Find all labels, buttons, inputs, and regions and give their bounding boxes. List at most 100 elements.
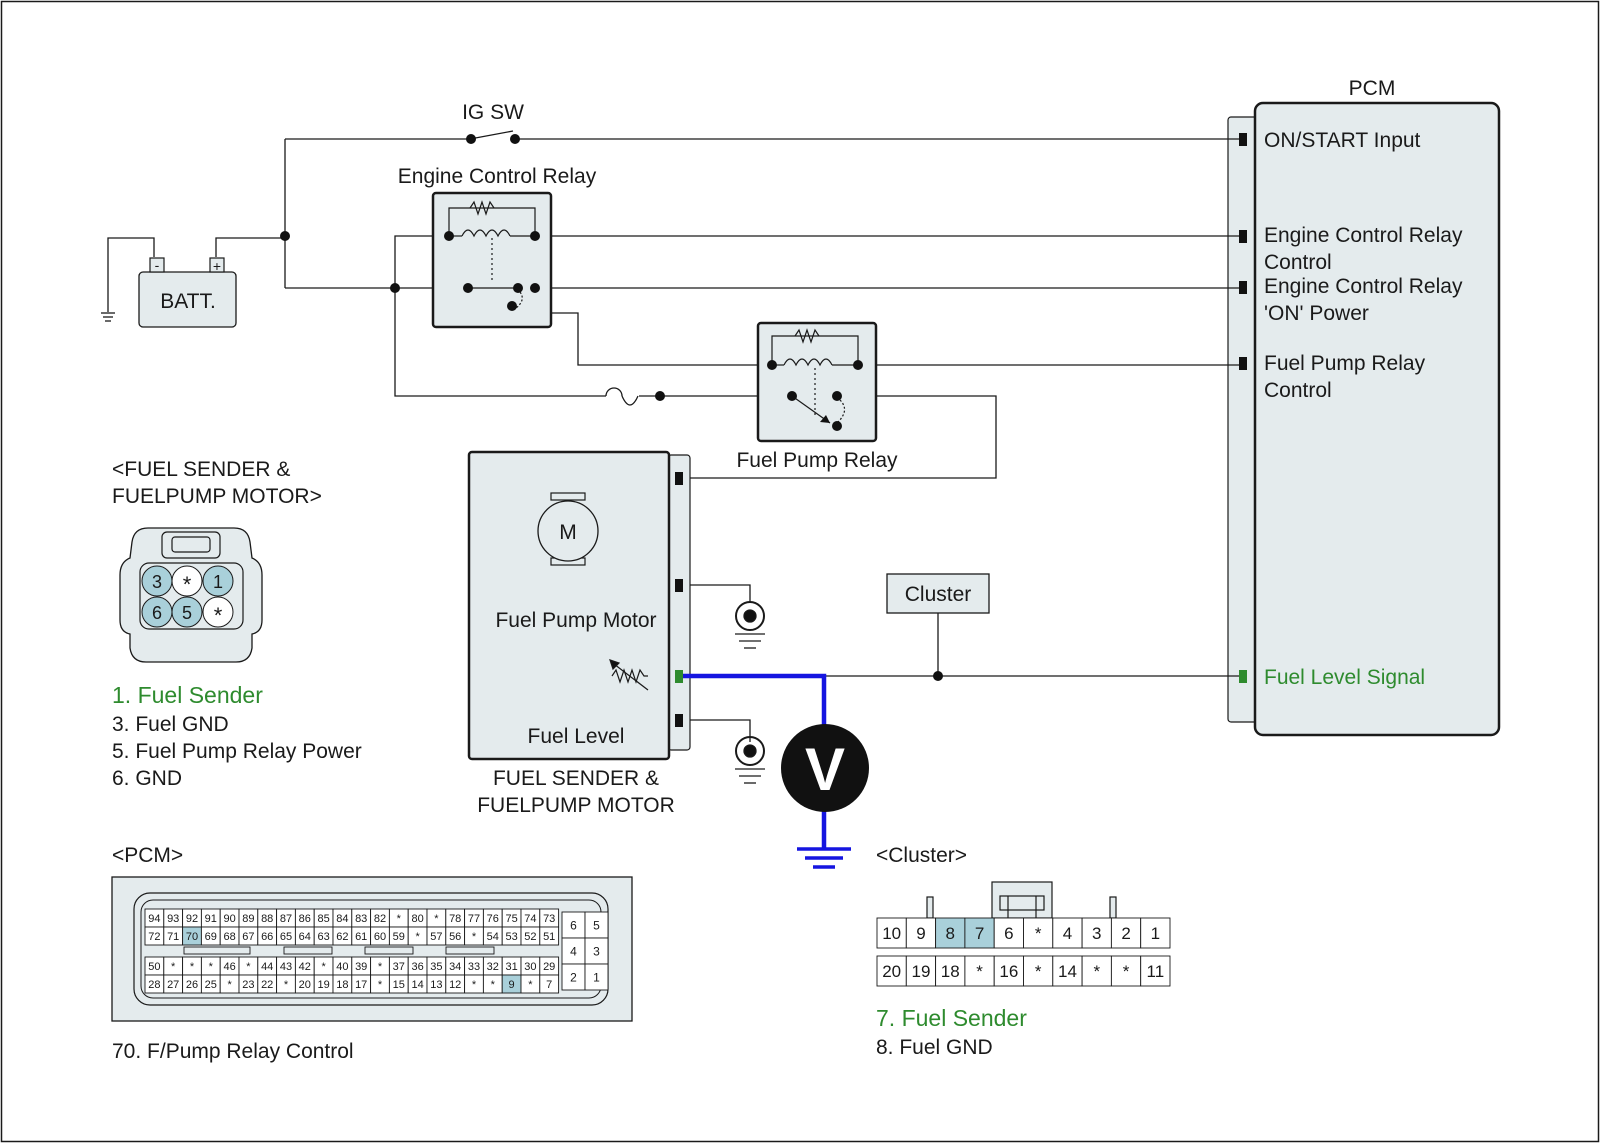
connector-pin-label: 27 — [167, 979, 179, 991]
connector-pin-label: 33 — [468, 961, 480, 973]
connector-pin-label: 67 — [242, 931, 254, 943]
connector-pin-label: 26 — [186, 979, 198, 991]
battery: - + BATT. — [138, 257, 237, 328]
fuel-level-resistor-symbol — [609, 659, 649, 691]
fuel-pump-relay: Fuel Pump Relay — [736, 321, 898, 472]
connector-pin-label: 76 — [487, 913, 499, 925]
connector-pin-label: 7 — [546, 979, 552, 991]
voltmeter-measurement: V — [683, 673, 869, 869]
connector-pin-cell — [964, 917, 995, 949]
connector-pin-label: 6 — [570, 918, 577, 932]
ground-symbol-motor — [735, 601, 765, 649]
connector-pin-label: * — [397, 913, 402, 925]
connector-pin-label: 92 — [186, 913, 198, 925]
connector-pin-label: 6 — [1004, 924, 1013, 943]
connector-pin-cell — [1110, 917, 1142, 949]
junction-dots — [280, 134, 943, 681]
connector-pin-label: 90 — [223, 913, 235, 925]
connector-pin-label: 39 — [355, 961, 367, 973]
connector-pin-label: 20 — [882, 962, 901, 981]
connector-pin-label: 3 — [1092, 924, 1101, 943]
fuel-pump-motor-label: Fuel Pump Motor — [495, 609, 656, 632]
cluster-legend-7: 7. Fuel Sender — [876, 1005, 1027, 1031]
connector-pin-label: * — [415, 931, 420, 943]
connector-pin-label: 73 — [543, 913, 555, 925]
connector-pin-label: 42 — [299, 961, 311, 973]
pcm-connector-key — [445, 946, 495, 955]
connector-pin-label: 10 — [882, 924, 901, 943]
connector-pin-label: 1 — [1151, 924, 1160, 943]
cluster-label: Cluster — [905, 583, 972, 606]
connector-pin-label: 62 — [336, 931, 348, 943]
connector-pin-label: 83 — [355, 913, 367, 925]
connector-pin-label: 53 — [505, 931, 517, 943]
connector-pin-cell — [584, 963, 609, 991]
fuel-connector-title-1: <FUEL SENDER & — [112, 458, 290, 481]
connector-pin-label: * — [491, 979, 496, 991]
connector-pin-label: 11 — [1147, 962, 1165, 981]
fuel-connector-pin-1 — [202, 565, 234, 597]
motor-symbol-label: M — [559, 521, 577, 544]
ground-symbol-fuel-level — [735, 736, 765, 784]
connector-pin-label: 50 — [148, 961, 160, 973]
connector-pin-label: * — [434, 913, 439, 925]
fuel-connector-pin-label: * — [214, 603, 223, 628]
connector-pin-label: * — [528, 979, 533, 991]
battery-plus-label: + — [213, 258, 221, 274]
fuel-connector-section: <FUEL SENDER & FUELPUMP MOTOR> 3 * 1 6 5… — [112, 458, 362, 790]
pcm-title: PCM — [1349, 77, 1396, 100]
connector-pin-label: 72 — [148, 931, 160, 943]
pcm-pin-3 — [1239, 281, 1247, 294]
connector-pin-label: 77 — [468, 913, 480, 925]
connector-pin-label: 31 — [505, 961, 517, 973]
connector-pin-label: * — [1035, 962, 1042, 981]
connector-pin-label: 17 — [355, 979, 367, 991]
connector-pin-label: * — [1123, 962, 1130, 981]
connector-pin-label: 12 — [449, 979, 461, 991]
connector-pin-label: 2 — [1121, 924, 1130, 943]
connector-pin-label: 91 — [205, 913, 217, 925]
connector-pin-label: 13 — [430, 979, 442, 991]
connector-pin-label: 15 — [393, 979, 405, 991]
connector-pin-label: 19 — [317, 979, 329, 991]
pcm-module: PCM ON/START Input Engine Control Relay … — [1227, 77, 1501, 737]
connector-pin-label: * — [1035, 924, 1042, 943]
fuel-sender-module: M Fuel Pump Motor Fuel Level FUEL SENDER… — [467, 450, 691, 817]
fuel-module-caption-2: FUELPUMP MOTOR — [477, 794, 675, 817]
connector-pin-label: 94 — [148, 913, 160, 925]
connector-pin-cell — [539, 926, 560, 946]
connector-pin-cell — [1140, 955, 1171, 987]
connector-pin-label: 82 — [374, 913, 386, 925]
pcm-pin-2 — [1239, 230, 1247, 243]
connector-pin-label: 32 — [487, 961, 499, 973]
ig-switch-label: IG SW — [462, 101, 524, 124]
connector-pin-label: * — [472, 931, 477, 943]
connector-pin-label: 14 — [1058, 962, 1077, 981]
connector-pin-label: 5 — [593, 918, 600, 932]
connector-pin-label: 8 — [946, 924, 955, 943]
fuel-connector-title-2: FUELPUMP MOTOR> — [112, 485, 322, 508]
connector-pin-label: 35 — [430, 961, 442, 973]
connector-pin-label: 44 — [261, 961, 273, 973]
connector-pin-cell — [876, 955, 907, 987]
connector-pin-label: 68 — [223, 931, 235, 943]
connector-pin-label: 70 — [186, 931, 198, 943]
connector-pin-label: 34 — [449, 961, 461, 973]
connector-pin-label: 18 — [941, 962, 960, 981]
connector-pin-label: 56 — [449, 931, 461, 943]
connector-pin-label: * — [976, 962, 983, 981]
connector-pin-label: 88 — [261, 913, 273, 925]
connector-pin-label: 60 — [374, 931, 386, 943]
connector-pin-cell — [935, 917, 966, 949]
connector-pin-label: 61 — [355, 931, 367, 943]
connector-pin-label: 40 — [336, 961, 348, 973]
fuel-connector-legend-6: 6. GND — [112, 767, 182, 790]
connector-pin-cell — [1023, 917, 1054, 949]
connector-pin-label: 25 — [205, 979, 217, 991]
fuel-connector-pin-label: 1 — [213, 572, 223, 592]
connector-pin-label: * — [472, 979, 477, 991]
connector-pin-label: 28 — [148, 979, 160, 991]
connector-pin-label: 59 — [393, 931, 405, 943]
